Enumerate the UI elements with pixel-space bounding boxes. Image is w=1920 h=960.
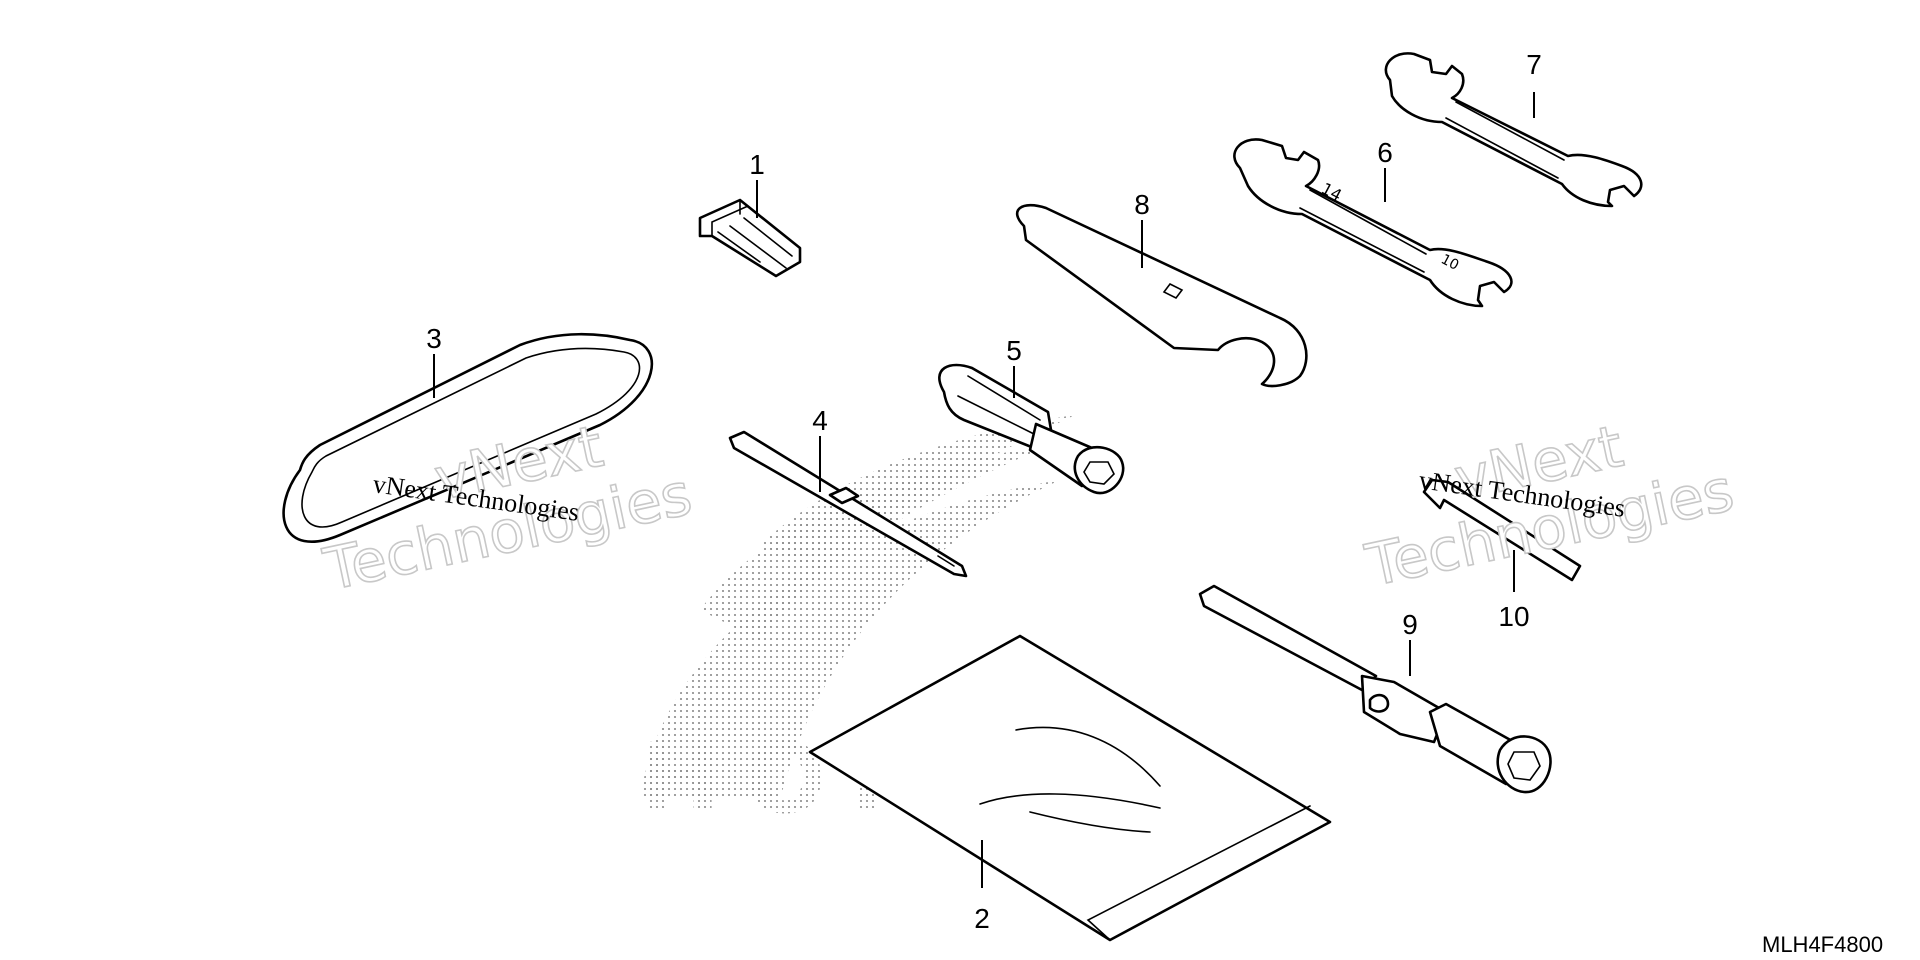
callout-9: 9 — [1402, 609, 1418, 640]
callout-3: 3 — [426, 323, 442, 354]
part-5-screwdriver-handle — [938, 363, 1125, 495]
part-2-manual-bag — [808, 634, 1332, 942]
watermark-right: vNext Technologies vNext Technologies — [1359, 411, 1740, 601]
callout-2: 2 — [974, 903, 990, 934]
callout-10: 10 — [1498, 601, 1529, 632]
callout-5: 5 — [1006, 335, 1022, 366]
part-4-screwdriver-bit — [728, 430, 968, 578]
part-6-wrench: 14 10 — [1233, 138, 1513, 308]
diagram-code: MLH4F4800 — [1762, 932, 1883, 957]
callout-7: 7 — [1526, 49, 1542, 80]
part-8-hook-spanner — [1015, 203, 1308, 388]
part-1-clip — [698, 198, 802, 278]
callout-4: 4 — [812, 405, 828, 436]
part-3-strap — [282, 332, 654, 543]
part-7-wrench — [1384, 52, 1643, 208]
leader-lines — [433, 92, 1535, 888]
svg-text:10: 10 — [1438, 251, 1461, 273]
callout-1: 1 — [749, 149, 765, 180]
part-9-box-wrench — [1198, 584, 1552, 794]
part-10-hex-key — [1422, 478, 1582, 582]
callout-numbers: 1 2 3 4 5 6 7 8 9 10 — [426, 49, 1542, 934]
callout-8: 8 — [1134, 189, 1150, 220]
callout-6: 6 — [1377, 137, 1393, 168]
